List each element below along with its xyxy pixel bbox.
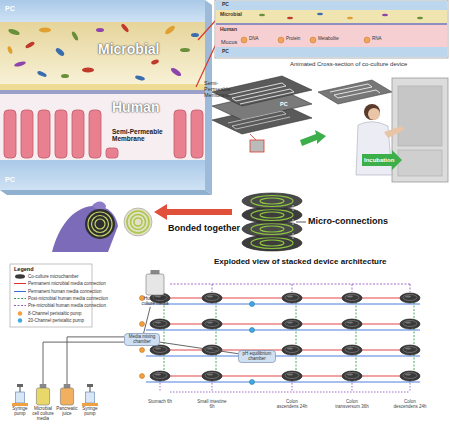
legend-sample	[14, 318, 26, 323]
label-text: PC	[5, 176, 15, 184]
label-text: Colon descendens 24h	[393, 400, 427, 410]
label-text: PC	[280, 101, 288, 107]
legend-sample	[14, 281, 26, 286]
node-text: Microbial cell culture media	[32, 407, 54, 422]
chamber-box: Media mixing chamber	[124, 333, 160, 346]
connector	[43, 342, 124, 384]
legend-row: Permanent human media connection	[14, 289, 102, 294]
label-text: Microbial	[220, 12, 242, 18]
node-text: pH equilibrium chamber	[238, 352, 276, 362]
node-shape	[56, 384, 78, 406]
label-text: Colon transversum 36h	[335, 400, 369, 410]
legend-row: Post-microbial human media connection	[14, 296, 108, 301]
legend-row: Co-culture microchamber	[14, 274, 79, 279]
label-text: Micro-connections	[308, 217, 388, 227]
connector	[160, 342, 238, 354]
media-bottle: Microbial cell culture media	[32, 384, 54, 422]
legend-sample	[14, 296, 26, 301]
legend-row: 8-Channel peristaltic pump	[14, 311, 82, 316]
label-text: Mucus	[221, 39, 237, 45]
legend-text: 20-Channel peristaltic pump	[28, 318, 84, 323]
node-text: Syringe pump	[10, 407, 30, 417]
legend-sample	[14, 311, 26, 316]
label-text: Microbial	[98, 42, 159, 57]
label-text: Semi-Permeable Membrane	[204, 80, 244, 98]
chamber-box: pH equilibrium chamber	[238, 350, 276, 363]
legend-sample	[14, 274, 26, 279]
node-shape	[10, 384, 30, 406]
label-text: PC	[5, 5, 15, 13]
legend-sample	[14, 303, 26, 308]
node-shape	[32, 384, 54, 406]
node-text: Media mixing chamber	[124, 335, 160, 345]
legend-row: Pre-microbial human media connection	[14, 303, 106, 308]
legend-text: 8-Channel peristaltic pump	[28, 311, 82, 316]
legend-row: 20-Channel peristaltic pump	[14, 318, 84, 323]
legend-text: Post-microbial human media connection	[28, 296, 108, 301]
label-text: Colon ascendens 24h	[275, 400, 309, 410]
label-text: Animated Cross-section of co-culture dev…	[290, 61, 407, 68]
media-bottle: Pancreatic juice	[56, 384, 78, 417]
label-text: Stomach 6h	[143, 400, 177, 405]
legend-text: Co-culture microchamber	[28, 274, 79, 279]
node-shape	[80, 384, 100, 406]
label-text: Semi-Permeable Membrane	[112, 128, 172, 142]
label-text: DNA	[249, 37, 259, 42]
label-text: Small intestine 6h	[195, 400, 229, 410]
node-text: Pancreatic juice	[56, 407, 78, 417]
legend-sample	[14, 289, 26, 294]
legend-text: Permanent human media connection	[28, 289, 102, 294]
label-text: RNA	[372, 37, 382, 42]
node-text: Human cell culture media	[140, 297, 170, 307]
legend-row: Permanent microbial media connection	[14, 281, 106, 286]
node-text: Syringe pump	[80, 407, 100, 417]
label-text: PC	[222, 49, 229, 55]
node-shape	[140, 270, 170, 296]
label-text: Incubation	[364, 157, 394, 164]
connector	[144, 307, 151, 333]
legend-text: Permanent microbial media connection	[28, 281, 106, 286]
label-text: Legend	[14, 266, 34, 272]
legend-text: Pre-microbial human media connection	[28, 303, 106, 308]
label-text: Metabolite	[318, 37, 339, 42]
media-bottle: Human cell culture media	[140, 270, 170, 307]
label-text: Human	[220, 27, 237, 33]
label-text: PC	[268, 70, 276, 76]
syringe-pump: Syringe pump	[10, 384, 30, 417]
label-text: Exploded view of stacked device architec…	[214, 258, 387, 267]
connector	[67, 337, 124, 384]
label-text: Protein	[286, 37, 300, 42]
label-text: Human	[112, 100, 159, 115]
label-text: Bonded together	[168, 224, 240, 234]
label-text: PC	[222, 2, 229, 8]
syringe-pump: Syringe pump	[80, 384, 100, 417]
